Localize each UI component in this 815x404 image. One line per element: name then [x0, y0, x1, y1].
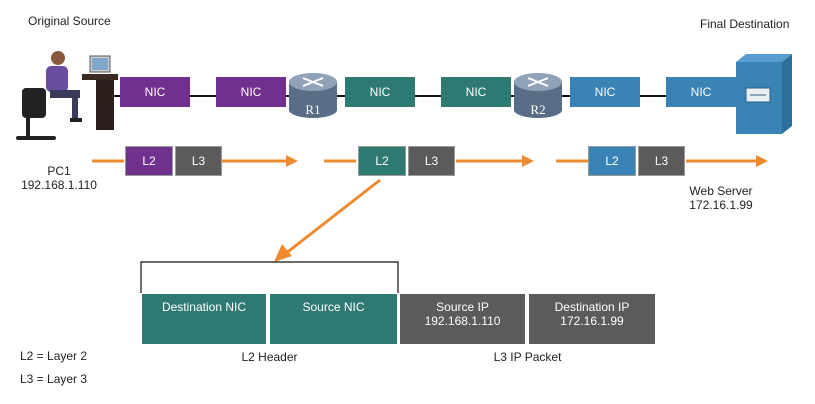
pc1-nic: NIC — [120, 77, 190, 107]
source-ip-value: 192.168.1.110 — [424, 314, 501, 328]
r1-nic-in: NIC — [216, 77, 286, 107]
pc1-name: PC1 — [47, 164, 71, 178]
router-r1-label: R1 — [305, 102, 321, 117]
zoom-arrowhead — [274, 244, 292, 262]
frame1-l3-tag: L3 — [175, 146, 222, 176]
router-r1-icon — [289, 73, 337, 118]
router-r2-label: R2 — [530, 102, 546, 117]
router-r2-icon — [514, 73, 562, 118]
source-ip-field: Source IP 192.168.1.110 — [400, 294, 525, 344]
frame3-l3-tag: L3 — [638, 146, 685, 176]
frame2-l2-tag: L2 — [358, 146, 406, 176]
legend-l2: L2 = Layer 2 — [20, 349, 88, 363]
destination-nic-field: Destination NIC — [142, 294, 266, 344]
l2-header-bracket — [140, 261, 399, 293]
destination-ip-field: Destination IP 172.16.1.99 — [529, 294, 655, 344]
pc1-ip: 192.168.1.110 — [21, 178, 97, 192]
server-label: Web Server 172.16.1.99 — [676, 184, 766, 212]
l2-header-caption: L2 Header — [241, 350, 298, 364]
source-nic-field: Source NIC — [270, 294, 397, 344]
travel-arrows — [92, 155, 768, 262]
pc1-workstation-icon — [16, 51, 118, 140]
r2-nic-in: NIC — [441, 77, 511, 107]
legend-l3: L3 = Layer 3 — [20, 372, 88, 386]
final-destination-label: Final Destination — [700, 17, 790, 31]
r2-nic-out: NIC — [570, 77, 640, 107]
server-ip: 172.16.1.99 — [689, 198, 753, 212]
destination-ip-value: 172.16.1.99 — [560, 314, 624, 328]
server-name: Web Server — [689, 184, 753, 198]
pc1-label: PC1 192.168.1.110 — [14, 164, 104, 192]
frame2-l3-tag: L3 — [408, 146, 455, 176]
web-server-icon — [736, 54, 792, 134]
l3-packet-caption: L3 IP Packet — [493, 350, 562, 364]
zoom-arrow — [284, 178, 381, 256]
source-ip-label: Source IP — [436, 300, 489, 314]
original-source-label: Original Source — [28, 14, 111, 28]
arrowhead — [522, 155, 534, 167]
destination-ip-label: Destination IP — [554, 300, 630, 314]
frame3-l2-tag: L2 — [588, 146, 636, 176]
r1-nic-out: NIC — [345, 77, 415, 107]
arrowhead — [286, 155, 298, 167]
arrowhead — [756, 155, 768, 167]
server-nic: NIC — [666, 77, 736, 107]
frame1-l2-tag: L2 — [125, 146, 173, 176]
